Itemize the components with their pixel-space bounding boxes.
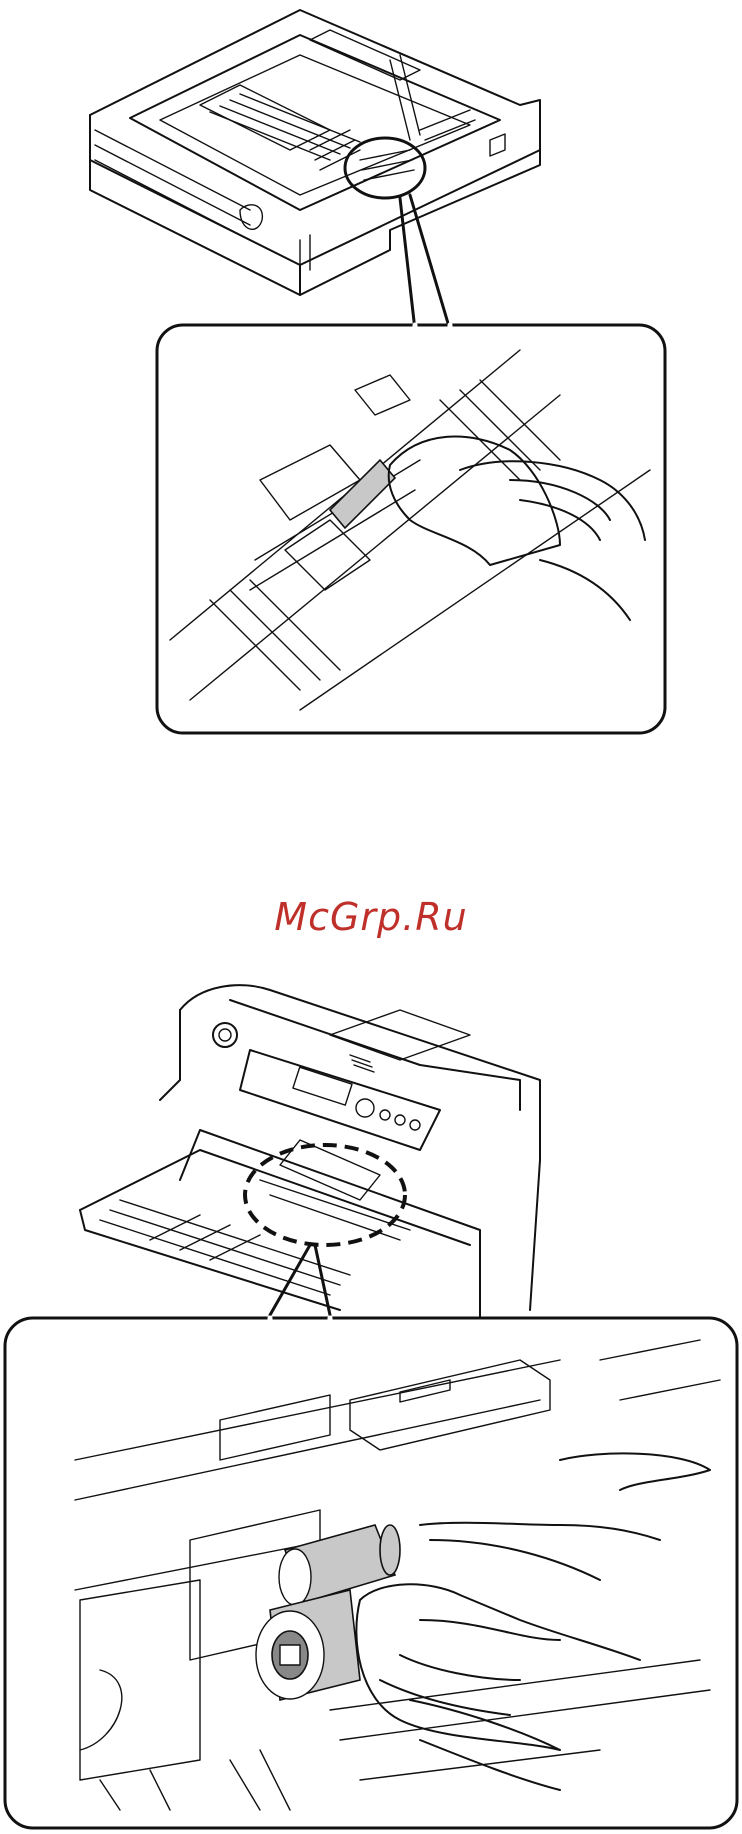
printer-body: [80, 985, 540, 1320]
control-panel: [240, 1050, 440, 1150]
power-button-icon: [213, 1023, 237, 1047]
highlight-circle: [345, 138, 425, 198]
printer-figure: [0, 980, 742, 1834]
tray-body: [90, 10, 540, 295]
callout-frame: [157, 325, 665, 733]
paper-tray-illustration-icon: [0, 0, 742, 740]
tray-figure: [0, 0, 742, 740]
watermark-text: McGrp.Ru: [0, 895, 742, 939]
panel-button-icon: [356, 1099, 374, 1117]
printer-illustration-icon: [0, 980, 742, 1834]
